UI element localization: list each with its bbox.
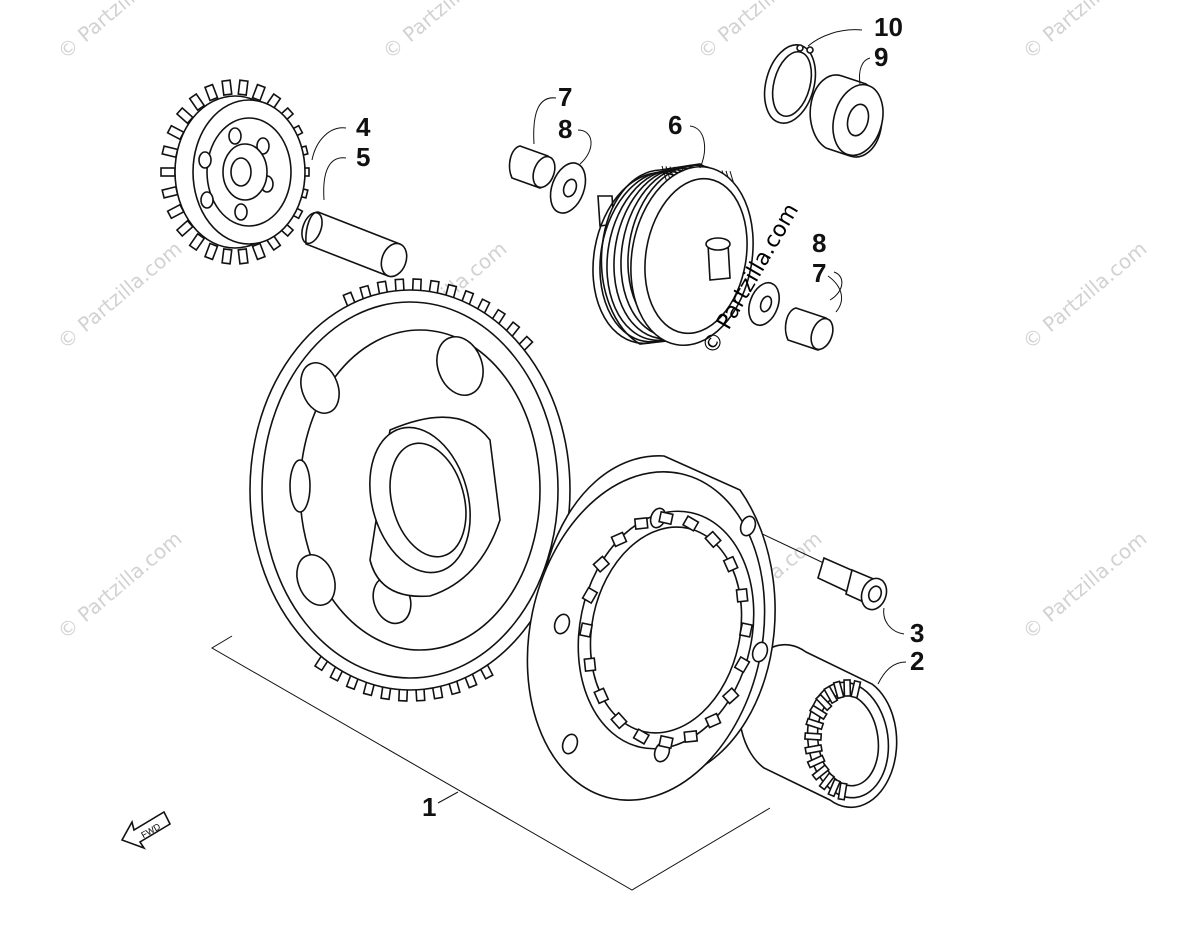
assembly-bracket — [211, 635, 771, 891]
callout-5: 5 — [356, 142, 370, 172]
part-bushing-upper — [508, 145, 556, 189]
callout-7-lower: 7 — [812, 258, 826, 288]
part-starter-clutch-housing — [526, 455, 776, 801]
callout-8-upper: 8 — [558, 114, 572, 144]
watermark: © Partzilla.com — [53, 236, 187, 354]
part-ball-bearing — [809, 74, 884, 158]
watermark: © Partzilla.com — [53, 0, 187, 64]
part-pin — [301, 211, 408, 278]
part-small-gear — [160, 79, 310, 265]
callout-10: 10 — [874, 12, 903, 42]
leader-line-1 — [437, 791, 459, 804]
watermark: © Partzilla.com — [1018, 236, 1152, 354]
watermark: © Partzilla.com — [53, 526, 187, 644]
part-bushing-lower — [784, 307, 834, 351]
callout-9: 9 — [874, 42, 888, 72]
callout-8-lower: 8 — [812, 228, 826, 258]
part-washer-lower — [748, 281, 780, 327]
callout-4: 4 — [356, 112, 371, 142]
watermark: © Partzilla.com — [693, 0, 827, 64]
part-snap-ring — [763, 44, 817, 124]
watermark: © Partzilla.com — [378, 0, 512, 64]
part-bolt — [753, 529, 888, 611]
watermark: © Partzilla.com — [1018, 0, 1152, 64]
leader-lines — [311, 29, 907, 685]
watermark: © Partzilla.com — [1018, 526, 1152, 644]
part-large-ring-gear — [249, 278, 571, 702]
callout-2: 2 — [910, 646, 924, 676]
callout-1: 1 — [422, 792, 436, 822]
callouts: 1 2 3 4 5 6 7 8 7 8 9 10 — [356, 12, 924, 822]
fwd-arrow-icon: FWD — [120, 810, 172, 850]
callout-6: 6 — [668, 110, 682, 140]
part-needle-bearing — [738, 643, 898, 809]
part-washer-upper — [549, 162, 587, 214]
part-clutch-assembly — [592, 163, 754, 347]
callout-3: 3 — [910, 618, 924, 648]
callout-7-upper: 7 — [558, 82, 572, 112]
